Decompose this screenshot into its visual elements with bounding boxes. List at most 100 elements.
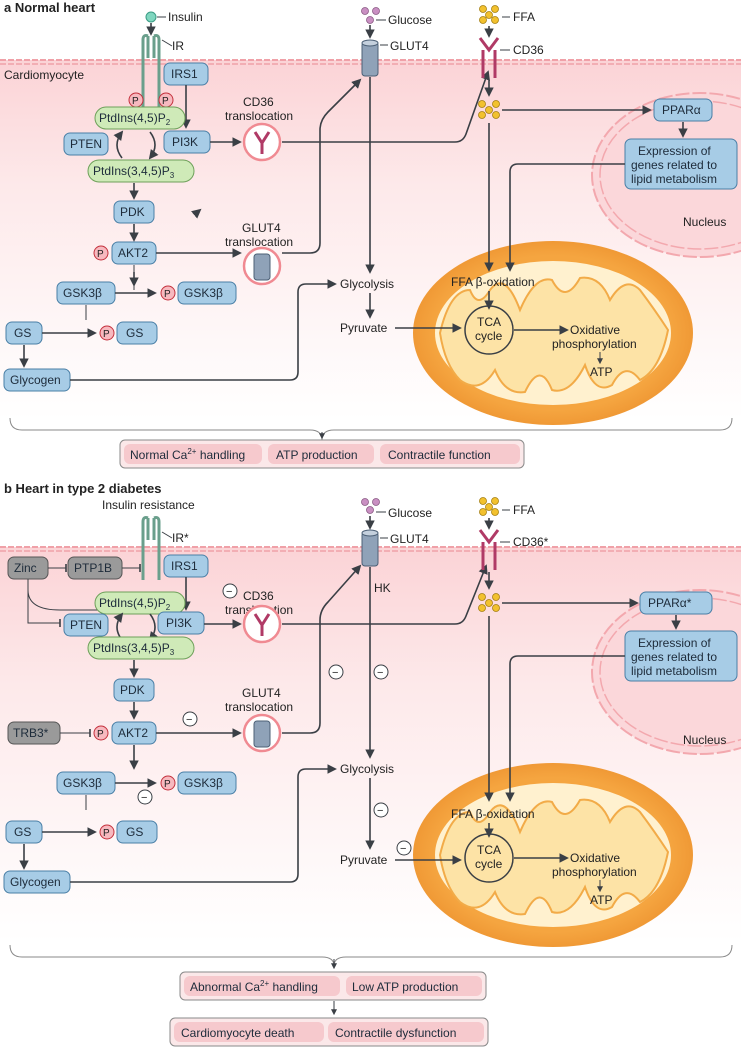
svg-text:−: −	[377, 805, 383, 817]
glucose-label: Glucose	[388, 13, 432, 27]
glycogen-label: Glycogen	[10, 373, 61, 387]
phospho-gs-icon-b: P	[99, 824, 115, 840]
phospho-gsk3b-icon-b: P	[160, 775, 176, 791]
glucose-label-b: Glucose	[388, 506, 432, 520]
svg-text:−: −	[186, 714, 192, 726]
gsk3b-p-box-b	[177, 771, 237, 795]
ffa-label-b: FFA	[513, 503, 535, 517]
expression-label-2-b: genes related to	[631, 650, 717, 664]
pten-box	[63, 132, 109, 156]
low-atp-label: Low ATP production	[352, 980, 458, 994]
glut4-vesicle-icon-b	[242, 713, 282, 753]
gsk3b-p-label-b: GSK3β	[184, 776, 223, 790]
mitochondrion-b	[413, 763, 693, 947]
trb3-label: TRB3*	[13, 726, 49, 740]
ffa-icon	[479, 5, 499, 24]
ptdins45p2-box	[94, 106, 186, 130]
ppara-star-label: PPARα*	[648, 596, 692, 610]
panel-a-title: a Normal heart	[4, 0, 96, 15]
pten-label-b: PTEN	[70, 618, 102, 632]
svg-text:−: −	[226, 586, 232, 598]
oxphos-label-2: phosphorylation	[552, 337, 637, 351]
ptdins345p3-label: PtdIns(3,4,5)P3	[93, 164, 175, 180]
inhibition-glycolysis-icon: −	[373, 802, 389, 818]
pi3k-box-b	[157, 611, 205, 635]
svg-text:−: −	[141, 792, 147, 804]
glut4-transloc-label-2: translocation	[225, 235, 293, 249]
gs-p-box	[116, 321, 158, 345]
akt2-label-b: AKT2	[118, 726, 148, 740]
atp-label: ATP	[590, 365, 612, 379]
phospho-gsk3b-icon: P	[160, 285, 176, 301]
pi3k-label-b: PI3K	[166, 616, 192, 630]
ppara-box-b	[639, 591, 713, 615]
ptdins45p2-label: PtdIns(4,5)P2	[99, 111, 171, 127]
inhibition-irs1-icon: −	[222, 583, 238, 599]
gs-p-box-b	[116, 820, 158, 844]
ffa-intracellular-icon	[478, 100, 500, 119]
ir-star-label: IR*	[172, 531, 189, 545]
contractile-function-label: Contractile function	[388, 448, 491, 462]
ptdins345p3-box-b	[87, 636, 195, 660]
tca-label-1-b: TCA	[477, 843, 501, 857]
cd36-receptor-icon	[478, 37, 500, 78]
pyruvate-label-b: Pyruvate	[340, 853, 388, 867]
glut4-transloc-label-1-b: GLUT4	[242, 686, 281, 700]
gs-label: GS	[14, 326, 31, 340]
gsk3b-label-b: GSK3β	[63, 776, 102, 790]
hk-label: HK	[374, 581, 391, 595]
pyruvate-label: Pyruvate	[340, 321, 388, 335]
glut4-transporter-icon-b	[361, 529, 379, 567]
ptp1b-label: PTP1B	[74, 561, 112, 575]
phospho-ir-left-icon: P	[128, 92, 144, 108]
pten-box-b	[63, 613, 109, 637]
ptdins345p3-label-b: PtdIns(3,4,5)P3	[93, 641, 175, 657]
svg-text:−: −	[377, 667, 383, 679]
oxphos-label-2-b: phosphorylation	[552, 865, 637, 879]
atp-label-b: ATP	[590, 893, 612, 907]
gs-p-label-b: GS	[126, 825, 143, 839]
insulin-resistance-label: Insulin resistance	[102, 498, 195, 512]
insulin-molecule-icon	[145, 11, 157, 23]
expression-label-3-b: lipid metabolism	[631, 664, 717, 678]
contractile-dysfunction-label: Contractile dysfunction	[335, 1026, 456, 1040]
inhibition-glut4-icon: −	[328, 664, 344, 680]
insulin-receptor-icon	[141, 34, 161, 110]
gsk3b-label: GSK3β	[63, 286, 102, 300]
pten-label: PTEN	[70, 137, 102, 151]
svg-text:−: −	[332, 667, 338, 679]
svg-text:P: P	[97, 249, 104, 260]
pdk-label-b: PDK	[120, 683, 145, 697]
gs-label-b: GS	[14, 825, 31, 839]
ir-label: IR	[172, 39, 184, 53]
svg-text:P: P	[164, 779, 171, 790]
cd36-star-label: CD36*	[513, 535, 549, 549]
cd36-receptor-icon-b	[478, 529, 500, 570]
svg-text:−: −	[400, 843, 406, 855]
gsk3b-p-label: GSK3β	[184, 286, 223, 300]
ffa-intracellular-icon-b	[478, 593, 500, 612]
glut4-vesicle-icon	[242, 246, 282, 286]
ppara-box	[653, 98, 713, 122]
panel-b-title: b Heart in type 2 diabetes	[4, 481, 162, 496]
inhibition-akt2-icon: −	[182, 711, 198, 727]
zinc-label: Zinc	[14, 561, 37, 575]
ffa-label: FFA	[513, 10, 535, 24]
cd36-transloc-label-2: translocation	[225, 109, 293, 123]
svg-text:P: P	[103, 828, 110, 839]
akt2-label: AKT2	[118, 246, 148, 260]
pdk-label: PDK	[120, 205, 145, 219]
irs1-label-b: IRS1	[171, 559, 198, 573]
irs1-label: IRS1	[171, 67, 198, 81]
tca-label-2: cycle	[475, 329, 503, 343]
tca-label-1: TCA	[477, 315, 501, 329]
glycolysis-label-b: Glycolysis	[340, 762, 394, 776]
normal-ca-label: Normal Ca2+ handling	[130, 447, 245, 462]
cardiomyocyte-label: Cardiomyocyte	[4, 68, 84, 82]
pi3k-label: PI3K	[172, 135, 198, 149]
glut4-transloc-label-2-b: translocation	[225, 700, 293, 714]
cd36-transloc-label-1-b: CD36	[243, 589, 274, 603]
ptdins45p2-box-b	[94, 591, 186, 615]
phospho-akt2-icon: P	[93, 245, 109, 261]
